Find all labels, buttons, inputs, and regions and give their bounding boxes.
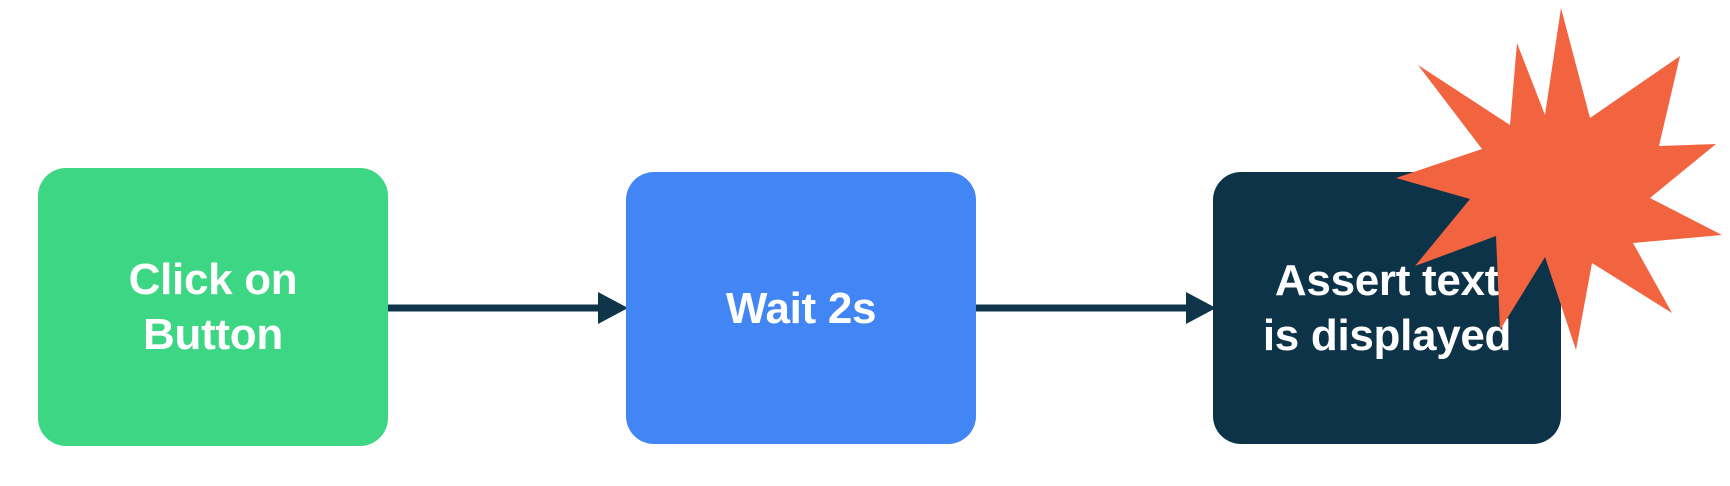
flow-node-wait-2s[interactable]: Wait 2s <box>626 172 976 444</box>
flow-node-wait-2s-label: Wait 2s <box>725 283 877 333</box>
arrow-wait-to-assert <box>940 292 1216 324</box>
arrow-click-to-wait <box>350 292 628 324</box>
flow-node-click-on-button[interactable]: Click on Button <box>38 168 388 446</box>
arrow-click-to-wait-head-icon <box>598 292 628 324</box>
flow-node-assert-text-is-displayed[interactable]: Assert text is displayed <box>1213 172 1561 444</box>
flow-node-assert-text-is-displayed-label: Assert text is displayed <box>1262 256 1512 360</box>
flow-node-click-on-button-label: Click on Button <box>128 255 298 359</box>
arrow-wait-to-assert-head-icon <box>1186 292 1216 324</box>
